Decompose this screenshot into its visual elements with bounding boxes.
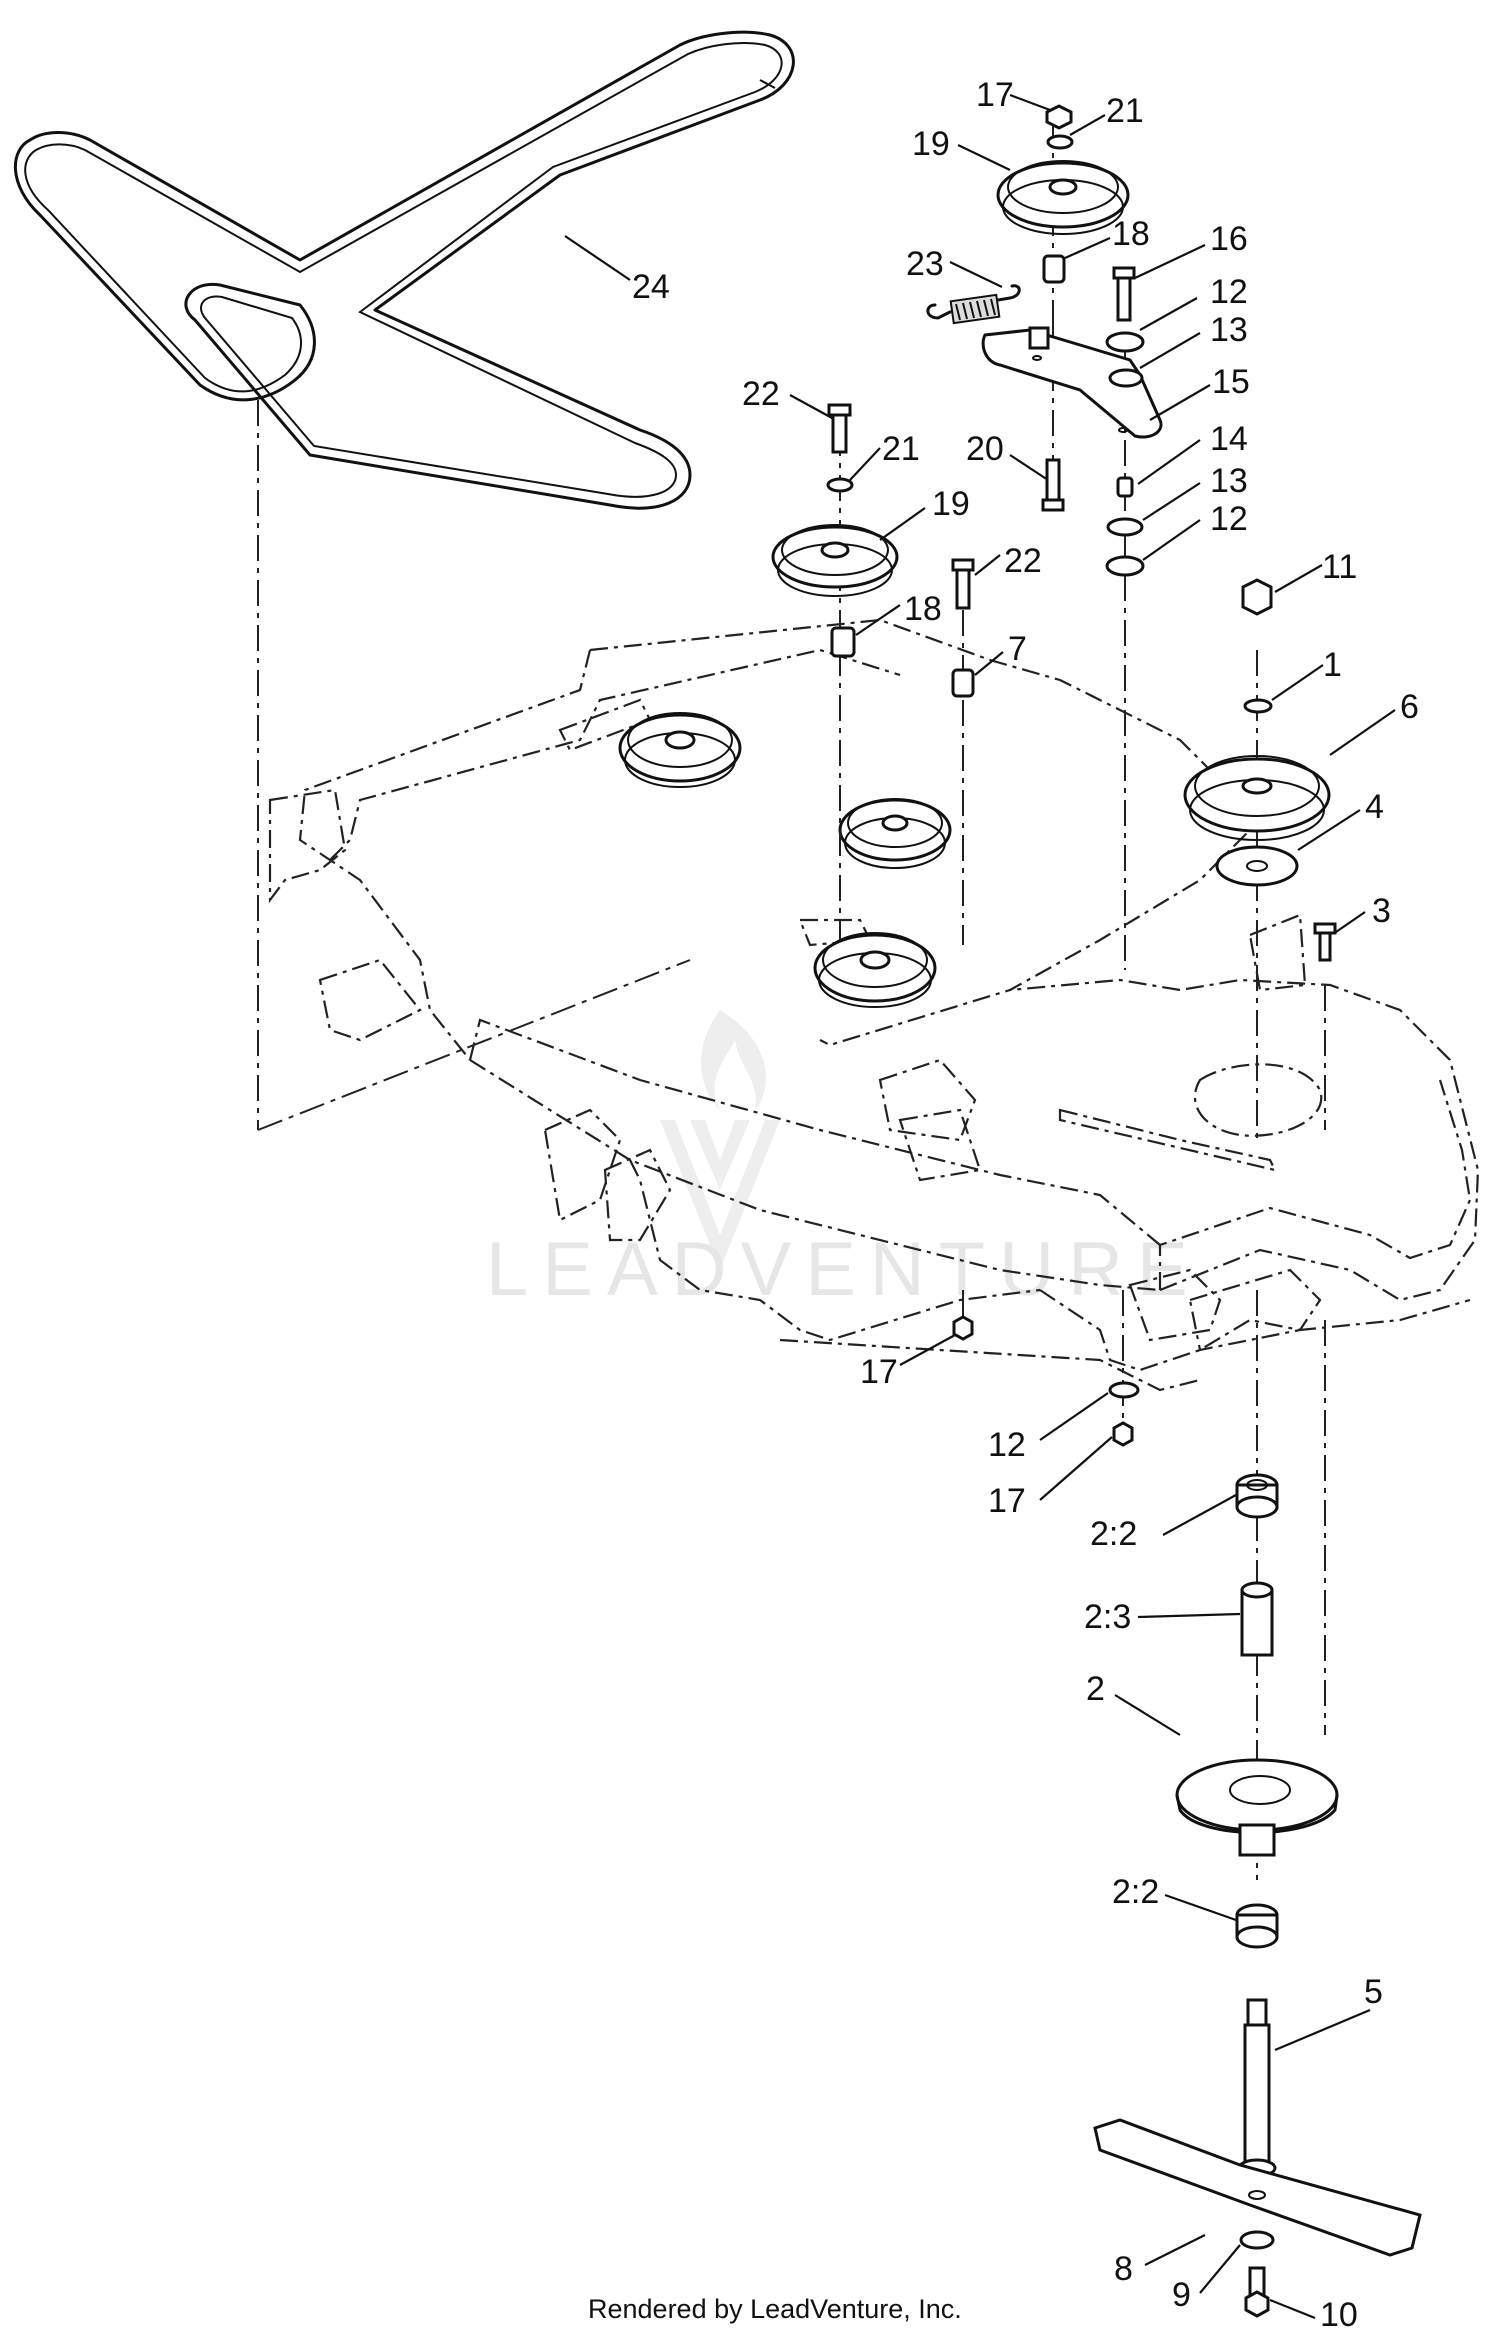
callout-13: 13 [1210,311,1248,349]
callout-17-deck-nut: 17 [988,1482,1026,1520]
callout-22: 22 [742,375,780,413]
washer-13a [1108,368,1144,388]
idler-pulley-upper [996,160,1130,235]
callout-labels: 17 21 19 18 16 23 12 13 24 15 22 21 20 1… [632,76,1419,2330]
spacer-tube [1240,1581,1274,1657]
flame-logo-icon [660,1010,780,1270]
idler-pulley-lower [771,524,899,597]
spindle-pulley [1183,755,1331,841]
watermark: LEADVENTURE [486,1010,1202,1312]
idler-arm [981,326,1163,439]
callout-6: 6 [1400,688,1419,726]
callout-leaders [564,93,1396,2320]
bolt-16 [1112,266,1136,322]
callout-12-deck: 12 [988,1426,1026,1464]
callout-2-2-lower: 2:2 [1112,1873,1159,1911]
callout-5: 5 [1364,1973,1383,2011]
callout-2-3: 2:3 [1084,1598,1131,1636]
callout-1: 1 [1323,646,1342,684]
callout-15: 15 [1212,363,1250,401]
extension-spring [926,284,1021,325]
callout-3: 3 [1372,892,1391,930]
nut-17b [952,1315,974,1341]
footer-credit: Rendered by LeadVenture, Inc. [588,2294,962,2324]
callout-16: 16 [1210,220,1248,258]
callout-22-lower: 22 [1004,542,1042,580]
nut-top [1045,104,1073,130]
bolt-20 [1041,458,1065,512]
bushing-14 [1116,476,1134,498]
bolt-3 [1313,922,1337,962]
watermark-text: LEADVENTURE [486,1227,1202,1312]
washer-21b [826,477,854,493]
callout-21: 21 [1106,92,1144,130]
callout-8: 8 [1114,2250,1133,2288]
mower-blade [1093,2118,1422,2257]
callout-17-deck: 17 [860,1353,898,1391]
bearing-upper [1235,1473,1279,1519]
washer-12a [1105,331,1145,353]
spacer-upper [1042,254,1066,284]
washer-13b [1106,517,1144,537]
spindle-shaft [1237,1998,1277,2178]
washer-1 [1243,698,1273,714]
callout-2: 2 [1086,1670,1105,1708]
callout-19-lower: 19 [932,485,970,523]
callout-18: 18 [1112,215,1150,253]
spindle-housing [1175,1758,1339,1857]
washer-12b [1105,555,1145,577]
callout-23: 23 [906,245,944,283]
bolt-22a [827,403,852,454]
bolt-10 [1244,2266,1270,2318]
nut-11 [1241,578,1273,616]
callout-19: 19 [912,125,950,163]
deck-pulley-center [838,798,952,869]
callout-20: 20 [966,430,1004,468]
nut-17c [1112,1421,1134,1447]
callout-17: 17 [976,76,1014,114]
callout-12-lower: 12 [1210,500,1248,538]
bearing-lower [1235,1903,1279,1949]
drive-belt [13,30,795,510]
callout-9: 9 [1172,2276,1191,2314]
callout-21-lower: 21 [882,430,920,468]
callout-11: 11 [1322,548,1357,586]
washer-12c [1108,1381,1140,1399]
callout-24: 24 [632,268,670,306]
spacer-4 [1215,845,1299,887]
spacer-7 [951,668,975,698]
spacer-lower [830,626,856,658]
callout-12: 12 [1210,273,1248,311]
callout-13-lower: 13 [1210,462,1248,500]
deck-pulley-front [813,932,937,1008]
callout-14: 14 [1210,420,1248,458]
deck-pulley-left [618,712,742,788]
washer-top [1046,134,1074,150]
callout-2-2-upper: 2:2 [1090,1515,1137,1553]
washer-9 [1239,2230,1275,2250]
callout-10: 10 [1320,2296,1358,2330]
callout-7: 7 [1008,630,1027,668]
callout-18-lower: 18 [904,590,942,628]
callout-4: 4 [1365,788,1384,826]
bolt-22b [951,558,975,610]
